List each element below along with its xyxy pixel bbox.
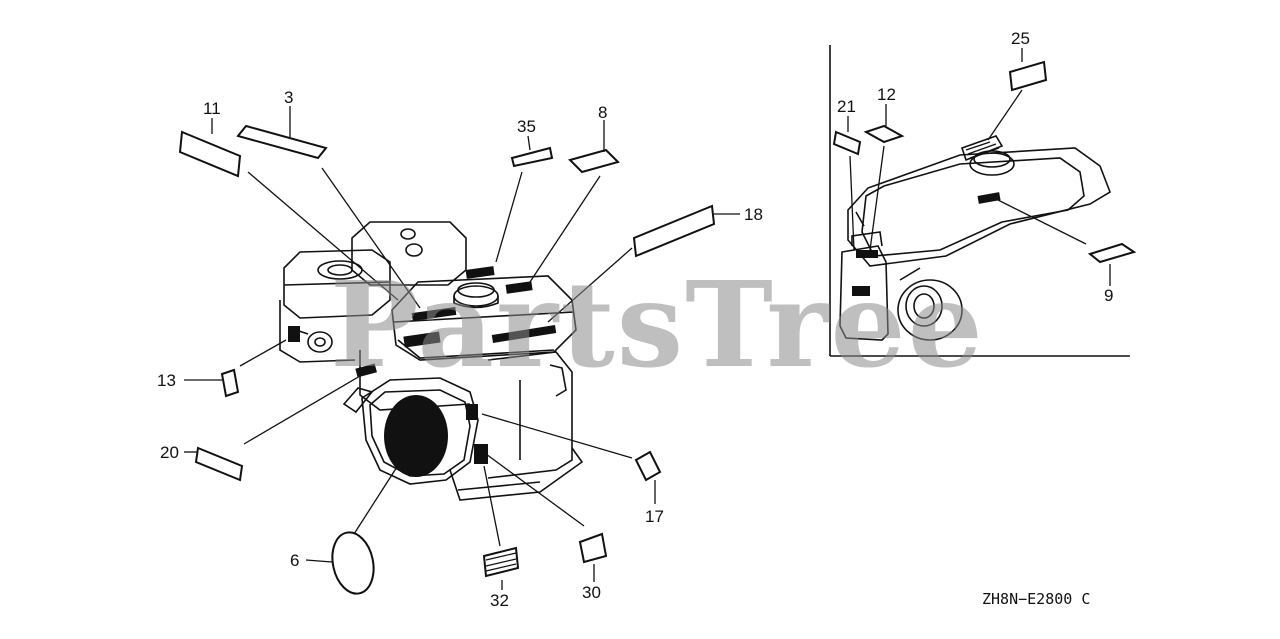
- label-parts-main: [178, 106, 740, 595]
- callout-numbers: 11 3 35 8 18 13 20 6 32 30 17 21 12 25 9: [157, 29, 1113, 610]
- diagram-code: ZH8N−E2800 C: [982, 590, 1090, 608]
- inset-frame: [829, 45, 1130, 357]
- callout-25: 25: [1011, 29, 1030, 48]
- callout-17: 17: [645, 507, 664, 526]
- callout-3: 3: [284, 88, 293, 107]
- callout-21: 21: [837, 97, 856, 116]
- callout-6: 6: [290, 551, 299, 570]
- callout-20: 20: [160, 443, 179, 462]
- callout-18: 18: [744, 205, 763, 224]
- watermark-text: PartsTree: [330, 255, 985, 394]
- callout-8: 8: [598, 103, 607, 122]
- callout-13: 13: [157, 371, 176, 390]
- callout-32: 32: [490, 591, 509, 610]
- callout-11: 11: [203, 99, 221, 118]
- callout-12: 12: [877, 85, 896, 104]
- inset-fuel-tank-illustration: [839, 135, 1111, 341]
- engine-illustration: [279, 221, 584, 501]
- callout-35: 35: [517, 117, 536, 136]
- callout-9: 9: [1104, 286, 1113, 305]
- label-parts-inset: [832, 48, 1137, 286]
- callout-30: 30: [582, 583, 601, 602]
